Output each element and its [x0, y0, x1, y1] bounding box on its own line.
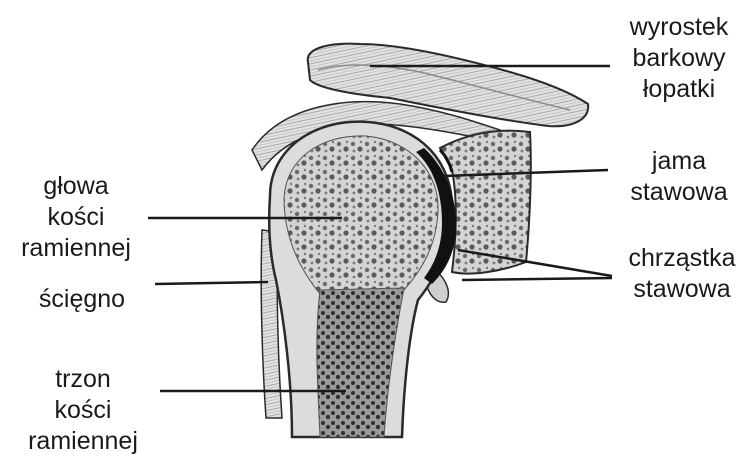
label-tendon-line1: ścięgno [10, 284, 154, 315]
label-shaft-line1: trzon [8, 364, 158, 395]
label-cartilage-line1: chrząstka [614, 243, 750, 274]
label-humerus-head: głowa kości ramiennej [4, 171, 148, 264]
label-glenoid-line1: jama [610, 146, 748, 177]
label-tendon: ścięgno [10, 284, 154, 315]
label-humerus-shaft: trzon kości ramiennej [8, 364, 158, 457]
label-articular-cartilage: chrząstka stawowa [614, 243, 750, 305]
label-head-line3: ramiennej [4, 233, 148, 264]
leader-tendon [155, 282, 268, 284]
label-glenoid-cavity: jama stawowa [610, 146, 748, 208]
humerus [269, 122, 452, 437]
leader-cartilage-lower [462, 278, 612, 280]
label-acromion-line3: łopatki [610, 74, 748, 105]
label-acromion-line1: wyrostek [610, 12, 748, 43]
label-shaft-line3: ramiennej [8, 426, 158, 457]
label-acromion: wyrostek barkowy łopatki [610, 12, 748, 105]
label-cartilage-line2: stawowa [614, 274, 750, 305]
label-acromion-line2: barkowy [610, 43, 748, 74]
label-head-line1: głowa [4, 171, 148, 202]
label-shaft-line2: kości [8, 395, 158, 426]
label-glenoid-line2: stawowa [610, 177, 748, 208]
label-head-line2: kości [4, 202, 148, 233]
